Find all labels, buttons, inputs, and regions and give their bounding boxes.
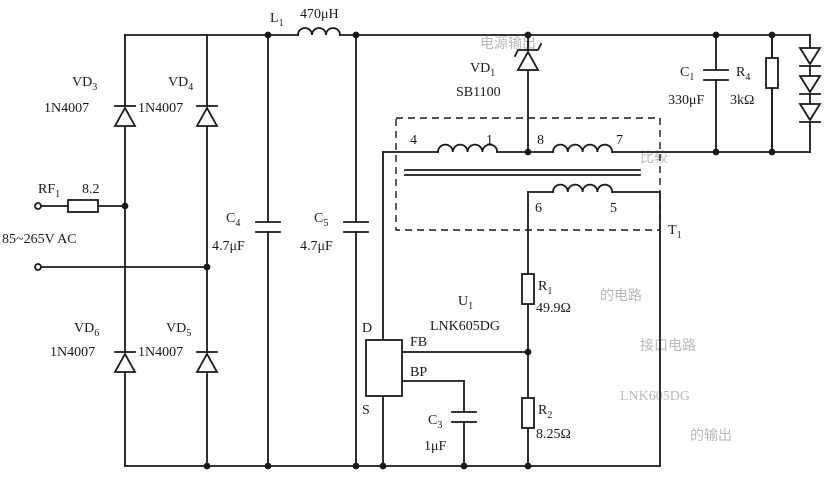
background-text: 电源输出 比较 的电路 接口电路 LNK605DG 的输出 <box>480 36 732 444</box>
label-R1: R1 <box>538 279 552 297</box>
resistor-R4 <box>765 57 779 89</box>
ac-terminal-top <box>34 202 42 210</box>
label-VD3: VD3 <box>72 75 97 93</box>
ac-terminal-bottom <box>34 263 42 271</box>
diode-VD6 <box>113 351 137 373</box>
label-C3: C3 <box>428 413 442 431</box>
value-C4: 4.7μF <box>212 239 245 254</box>
capacitor-C5 <box>343 221 369 233</box>
label-T1: T1 <box>668 223 682 241</box>
value-C3: 1μF <box>424 439 447 454</box>
resistor-R2 <box>521 397 535 429</box>
pin-1: 1 <box>486 133 493 148</box>
bg-text-3: 的电路 <box>600 288 642 304</box>
label-C5: C5 <box>314 211 328 229</box>
label-L1: L1 <box>270 11 284 29</box>
bg-text-1: 电源输出 <box>480 36 536 52</box>
junction-dots <box>121 31 776 470</box>
pin-7: 7 <box>616 133 623 148</box>
pin-8: 8 <box>537 133 544 148</box>
value-RF1: 8.2 <box>82 182 100 197</box>
value-L1: 470μH <box>300 7 339 22</box>
value-C1: 330μF <box>668 93 705 108</box>
label-R4: R4 <box>736 65 750 83</box>
winding-4-1 <box>437 143 499 153</box>
part-VD5: 1N4007 <box>138 345 183 360</box>
fuse-resistor-RF1 <box>67 199 99 213</box>
value-R4: 3kΩ <box>730 93 754 108</box>
pin-6: 6 <box>535 201 542 216</box>
label-RF1: RF1 <box>38 182 60 200</box>
part-U1: LNK605DG <box>430 319 500 334</box>
label-U1: U1 <box>458 294 473 312</box>
capacitor-C4 <box>255 221 281 233</box>
capacitor-C3 <box>451 411 477 423</box>
diode-VD5 <box>195 351 219 373</box>
part-VD1: SB1100 <box>456 85 501 100</box>
label-VD6: VD6 <box>74 321 99 339</box>
inductor-L1 <box>297 27 341 36</box>
value-R2: 8.25Ω <box>536 427 571 442</box>
ic-U1 <box>365 339 403 397</box>
label-R2: R2 <box>538 403 552 421</box>
bg-text-2: 比较 <box>640 150 668 166</box>
led-1 <box>798 47 822 67</box>
transformer-T1-boundary <box>395 117 661 231</box>
tvs-diode-VD1 <box>513 42 543 71</box>
resistor-R1 <box>521 273 535 305</box>
part-VD3: 1N4007 <box>44 101 89 116</box>
pin-label-FB: FB <box>410 335 427 350</box>
led-2 <box>798 75 822 95</box>
label-VD5: VD5 <box>166 321 191 339</box>
winding-8-7 <box>552 143 614 153</box>
diode-VD4 <box>195 105 219 127</box>
diode-VD3 <box>113 105 137 127</box>
label-C4: C4 <box>226 211 240 229</box>
bg-text-5: LNK605DG <box>620 389 690 404</box>
label-VD4: VD4 <box>168 75 193 93</box>
pin-4: 4 <box>410 133 417 148</box>
pin-label-BP: BP <box>410 365 427 380</box>
winding-6-5 <box>552 183 614 193</box>
wires <box>39 34 811 467</box>
led-3 <box>798 103 822 123</box>
value-C5: 4.7μF <box>300 239 333 254</box>
part-VD4: 1N4007 <box>138 101 183 116</box>
capacitor-C1 <box>703 69 729 81</box>
part-VD6: 1N4007 <box>50 345 95 360</box>
pin-label-D: D <box>362 321 372 336</box>
label-VD1: VD1 <box>470 61 495 79</box>
label-C1: C1 <box>680 65 694 83</box>
ac-input-label: 85~265V AC <box>2 232 77 247</box>
pin-label-S: S <box>362 403 370 418</box>
bg-text-4: 接口电路 <box>640 337 696 354</box>
pin-5: 5 <box>610 201 617 216</box>
bg-text-6: 的输出 <box>690 428 732 444</box>
value-R1: 49.9Ω <box>536 301 571 316</box>
